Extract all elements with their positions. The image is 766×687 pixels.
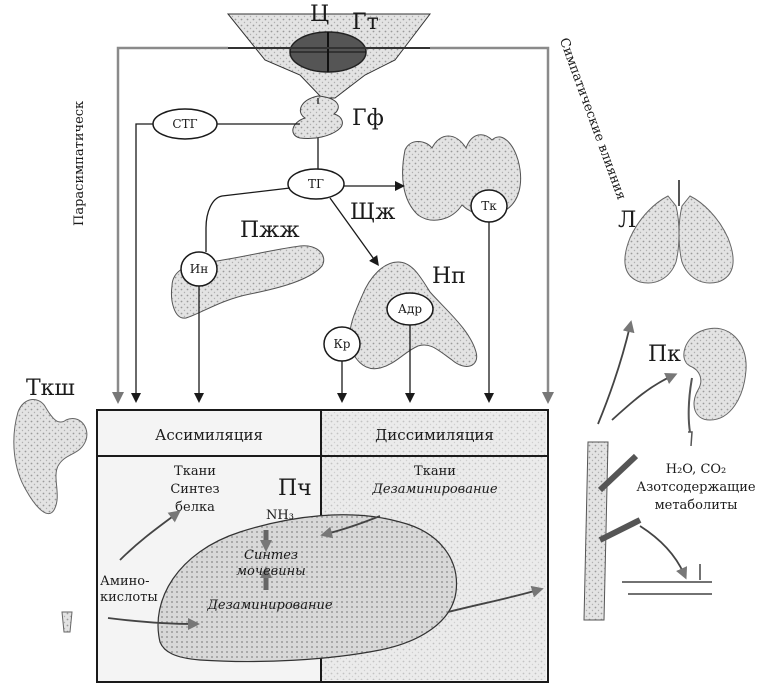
pancreas-label: Пжж: [240, 218, 300, 243]
amino-acids-label-2: кислоты: [100, 590, 158, 605]
hypothalamus-label: Гт: [352, 10, 379, 35]
amino-to-liver-arrow: [107, 617, 200, 630]
pituitary-label: Гф: [352, 106, 384, 131]
tg-node: [287, 168, 345, 200]
excretion-line-2: Азотсодержащие: [636, 480, 756, 495]
lungs-label: Л: [618, 208, 637, 233]
left-protein-label: белка: [175, 500, 215, 515]
amino-to-protein-arrow: [119, 510, 181, 561]
kidney-label: Пк: [648, 342, 681, 367]
lungs-shape: [624, 195, 734, 284]
kidney-shape: [683, 327, 747, 421]
dissimilation-label: Диссимиляция: [375, 426, 494, 444]
liver-deamination-label: Дезаминирование: [207, 598, 333, 613]
assimilation-label: Ассимиляция: [155, 426, 263, 444]
blood-vessel: [583, 441, 609, 621]
center-label: Ц: [310, 2, 330, 27]
vessel-to-lungs-arrow: [597, 320, 635, 425]
parasympathetic-arrow: [112, 46, 228, 404]
intestine-label: Ткш: [26, 376, 75, 401]
sympathetic-arrow: [430, 46, 554, 404]
adr-node-label: Адр: [397, 302, 423, 316]
right-deamination-label: Дезаминирование: [372, 482, 498, 497]
intestine-shape: [13, 399, 88, 515]
liver-label: Пч: [278, 476, 312, 501]
vessel-to-kidney-arrow: [611, 373, 678, 421]
small-fragment: [61, 611, 73, 633]
stg-node-label: СТГ: [172, 117, 198, 131]
urea-synthesis-label: Синтез: [244, 548, 298, 563]
left-synthesis-label: Синтез: [170, 482, 220, 497]
liver-shape: [157, 514, 458, 663]
right-tissues-label: Ткани: [414, 464, 456, 479]
tg-adrenal-link: [329, 197, 379, 267]
thyroid-label: Щж: [350, 200, 396, 225]
urea-label: мочевины: [236, 564, 306, 579]
kr-node-label: Кр: [333, 337, 351, 351]
parasympathetic-label: Парасимпатическ: [72, 100, 87, 226]
adrenal-label: Нп: [432, 264, 466, 289]
in-node-label: Ин: [189, 262, 209, 276]
liver-to-vessel-arrow: [447, 585, 544, 613]
stg-line: [131, 123, 153, 403]
left-tissues-label: Ткани: [174, 464, 216, 479]
vessel-to-excretion-arrow: [639, 525, 688, 580]
tissue-to-nh3-arrow: [320, 515, 381, 539]
excretion-line-3: метаболиты: [654, 498, 738, 513]
amino-acids-label-1: Амино-: [100, 574, 150, 589]
ammonia-label: NH₃: [266, 508, 294, 523]
tg-node-label: ТГ: [308, 177, 324, 191]
excretion-line-1: H₂O, CO₂: [665, 462, 727, 477]
tg-in-link: [205, 187, 291, 252]
tk-node-label: Тк: [481, 199, 497, 213]
pituitary-shape: [292, 95, 343, 139]
